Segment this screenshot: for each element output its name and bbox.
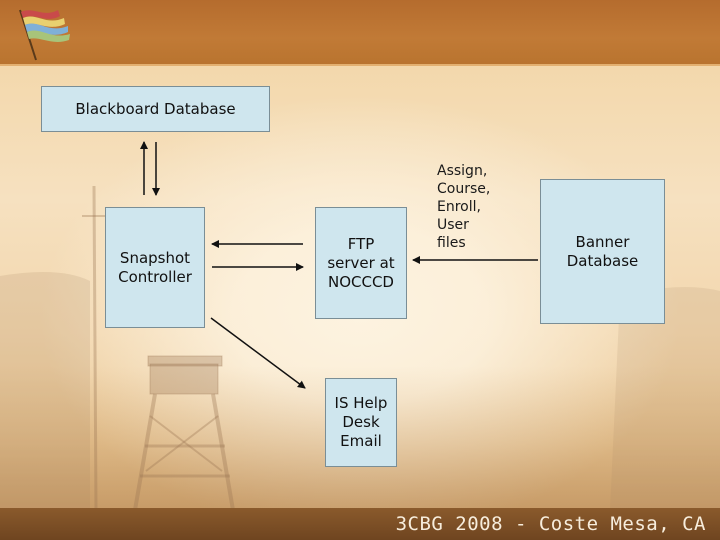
snapshot-controller-node: Snapshot Controller xyxy=(105,207,205,328)
help-desk-email-label: IS Help Desk Email xyxy=(334,394,388,450)
blackboard-database-label: Blackboard Database xyxy=(75,99,236,118)
header-divider xyxy=(0,64,720,66)
help-desk-email-node: IS Help Desk Email xyxy=(325,378,397,467)
footer-band xyxy=(0,508,720,540)
banner-database-node: Banner Database xyxy=(540,179,665,324)
banner-database-label: Banner Database xyxy=(566,232,639,270)
snapshot-controller-label: Snapshot Controller xyxy=(118,248,192,286)
blackboard-database-node: Blackboard Database xyxy=(41,86,270,132)
ftp-server-label: FTP server at NOCCCD xyxy=(327,234,395,291)
footer-caption: 3CBG 2008 - Coste Mesa, CA xyxy=(395,513,706,535)
files-edge-label: Assign, Course, Enroll, User files xyxy=(437,163,491,251)
flag-logo-icon xyxy=(19,9,70,61)
header-band xyxy=(0,0,720,64)
ftp-server-node: FTP server at NOCCCD xyxy=(315,207,407,319)
